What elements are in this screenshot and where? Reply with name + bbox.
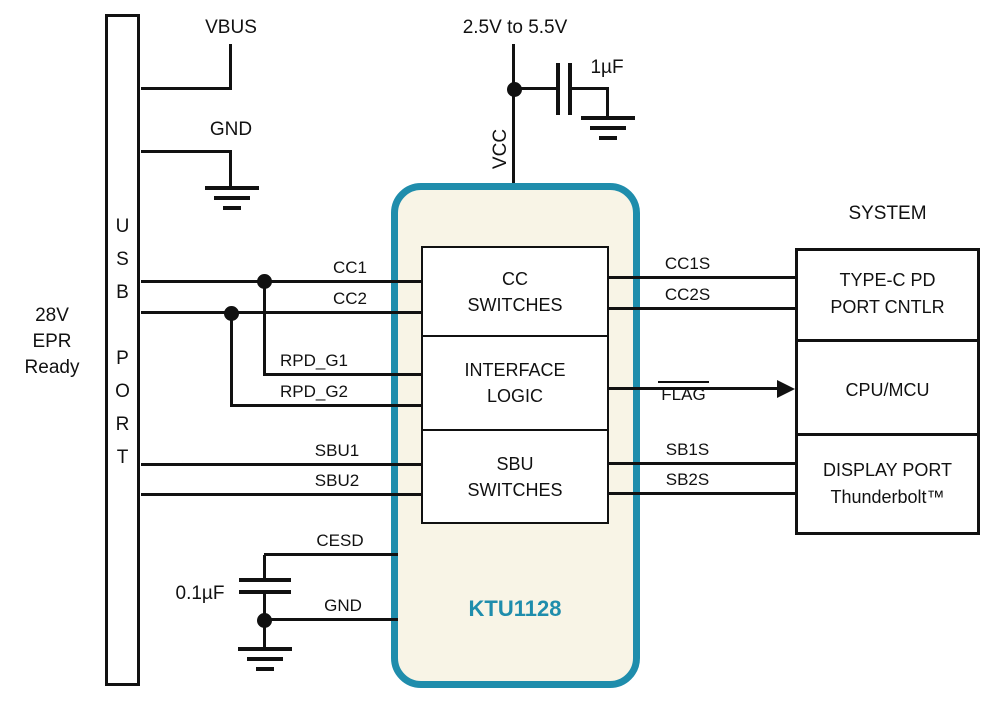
ground-bar <box>581 116 635 120</box>
sbu1-label: SBU1 <box>314 441 360 460</box>
cc1s-label: CC1S <box>664 254 711 273</box>
gnd-top-wire-horizontal <box>141 150 232 153</box>
gnd-top-label: GND <box>209 119 253 140</box>
rpd-g2-label: RPD_G2 <box>279 382 349 401</box>
ground-symbol-top <box>205 186 259 210</box>
cap1-plate-right <box>568 63 572 115</box>
chip-name-label: KTU1128 <box>468 596 562 621</box>
ground-bar <box>256 667 274 671</box>
cap2-plate-top <box>239 578 291 582</box>
system-displayport-label: DISPLAY PORT Thunderbolt™ <box>822 460 953 507</box>
cap1-wire-right <box>572 87 609 90</box>
sbu2-label: SBU2 <box>314 471 360 490</box>
vbus-label: VBUS <box>205 17 257 38</box>
system-divider-2 <box>795 433 980 436</box>
flag-wire <box>609 387 779 390</box>
rpd-g1-label: RPD_G1 <box>279 351 349 370</box>
cap2-value-label: 0.1µF <box>175 583 225 604</box>
ground-bar <box>599 136 617 140</box>
cc2s-label: CC2S <box>664 285 711 304</box>
cap2-plate-bottom <box>239 590 291 594</box>
ground-bar <box>214 196 250 200</box>
system-box <box>795 248 980 535</box>
junction-dot-cc2 <box>224 306 239 321</box>
cc1-wire <box>141 280 421 283</box>
system-divider-1 <box>795 339 980 342</box>
cc2-branch-vertical <box>230 313 233 407</box>
supply-range-label: 2.5V to 5.5V <box>462 17 568 38</box>
sb2s-label: SB2S <box>665 470 710 489</box>
gnd-top-wire-vertical <box>229 150 232 188</box>
usb-port-box <box>105 14 140 686</box>
ground-bar <box>590 126 626 130</box>
ground-symbol-cap1 <box>581 116 635 140</box>
epr-ready-label: 28V EPR Ready <box>24 305 80 378</box>
cesd-wire <box>264 553 398 556</box>
rpd-g1-wire <box>263 373 421 376</box>
cc-switches-label: CC SWITCHES <box>467 268 563 315</box>
system-cpu-label: CPU/MCU <box>845 380 930 400</box>
cap1-wire-drop <box>606 87 609 117</box>
rpd-g2-wire <box>230 404 421 407</box>
cap2-stub-bottom <box>263 594 266 620</box>
gnd-bottom-drop <box>263 620 266 647</box>
gnd-bottom-label: GND <box>324 596 362 615</box>
vcc-pin-label: VCC <box>490 128 511 170</box>
sb1s-wire <box>609 462 795 465</box>
sbu2-wire <box>141 493 421 496</box>
ground-bar <box>247 657 283 661</box>
cap1-plate-left <box>556 63 560 115</box>
cap1-value-label: 1µF <box>590 57 624 78</box>
cc1s-wire <box>609 276 795 279</box>
cc2s-wire <box>609 307 795 310</box>
sbu-switches-label: SBU SWITCHES <box>467 453 563 500</box>
vcc-wire-vertical <box>512 44 515 190</box>
system-pd-controller-label: TYPE-C PD PORT CNTLR <box>830 270 945 317</box>
cc1-branch-vertical <box>263 282 266 376</box>
cesd-label: CESD <box>316 531 364 550</box>
ground-bar <box>205 186 259 190</box>
sb1s-label: SB1S <box>665 440 710 459</box>
cap2-stub-top <box>263 555 266 580</box>
cc2-label: CC2 <box>332 289 367 308</box>
sbu-switches-block: SBU SWITCHES <box>421 429 609 524</box>
ground-symbol-bottom <box>238 647 292 671</box>
vbus-wire-vertical <box>229 44 232 90</box>
cc2-wire <box>141 311 421 314</box>
junction-dot-vcc <box>507 82 522 97</box>
sb2s-wire <box>609 492 795 495</box>
interface-logic-block: INTERFACE LOGIC <box>421 335 609 431</box>
flag-label-text: FLAG <box>658 381 709 405</box>
flag-arrowhead <box>777 380 795 398</box>
cc1-label: CC1 <box>332 258 367 277</box>
system-label: SYSTEM <box>848 203 927 224</box>
cc-switches-block: CC SWITCHES <box>421 246 609 337</box>
junction-dot-cc1 <box>257 274 272 289</box>
usb-port-label: U S B P O R T <box>115 216 130 468</box>
gnd-bottom-wire <box>264 618 398 621</box>
ground-bar <box>223 206 241 210</box>
vbus-wire-horizontal <box>141 87 232 90</box>
cap1-wire-left <box>514 87 558 90</box>
interface-logic-label: INTERFACE LOGIC <box>464 360 566 406</box>
sbu1-wire <box>141 463 421 466</box>
flag-label: FLAG <box>636 360 731 406</box>
ground-bar <box>238 647 292 651</box>
